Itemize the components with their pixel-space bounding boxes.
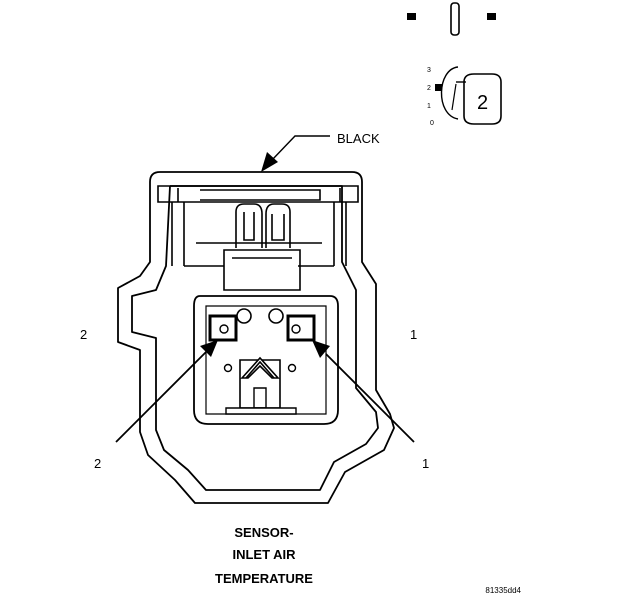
key-position-1: 1 (427, 103, 431, 110)
color-leader (261, 135, 330, 172)
key-position-2: 2 (427, 85, 431, 92)
terminal-face (193, 295, 339, 425)
callout-label-left: 2 (94, 456, 101, 471)
key-position-3: 3 (427, 67, 431, 74)
key-position-0: 0 (430, 120, 434, 127)
side-label-left: 2 (80, 327, 87, 342)
figure-code: 81335dd4 (485, 586, 521, 595)
caption-line-1: SENSOR- (234, 525, 293, 540)
key-indicator: 2 3 2 1 0 (427, 66, 502, 127)
caption-line-2: INLET AIR (232, 547, 296, 562)
side-label-right: 1 (410, 327, 417, 342)
caption-line-3: TEMPERATURE (215, 571, 313, 586)
callout-leader-right (312, 340, 415, 443)
locking-tab (223, 203, 301, 291)
connector-color-label: BLACK (337, 131, 380, 146)
key-number: 2 (477, 92, 488, 114)
latch-frame (157, 185, 359, 267)
callout-leader-left (115, 340, 218, 443)
callout-label-right: 1 (422, 456, 429, 471)
lock-indicator (407, 2, 496, 36)
connector-body (117, 171, 395, 504)
